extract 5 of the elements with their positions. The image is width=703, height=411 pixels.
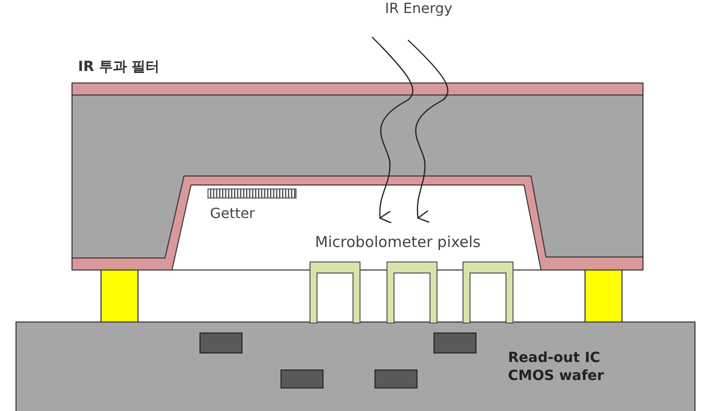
part-label: Read-out IC CMOS wafer	[508, 349, 605, 386]
part-label: Microbolometer pixels	[315, 233, 481, 252]
layer-label: IR 투과 필터	[78, 58, 160, 76]
part-label: Getter	[210, 205, 255, 224]
heading-label: IR Energy	[385, 0, 452, 18]
